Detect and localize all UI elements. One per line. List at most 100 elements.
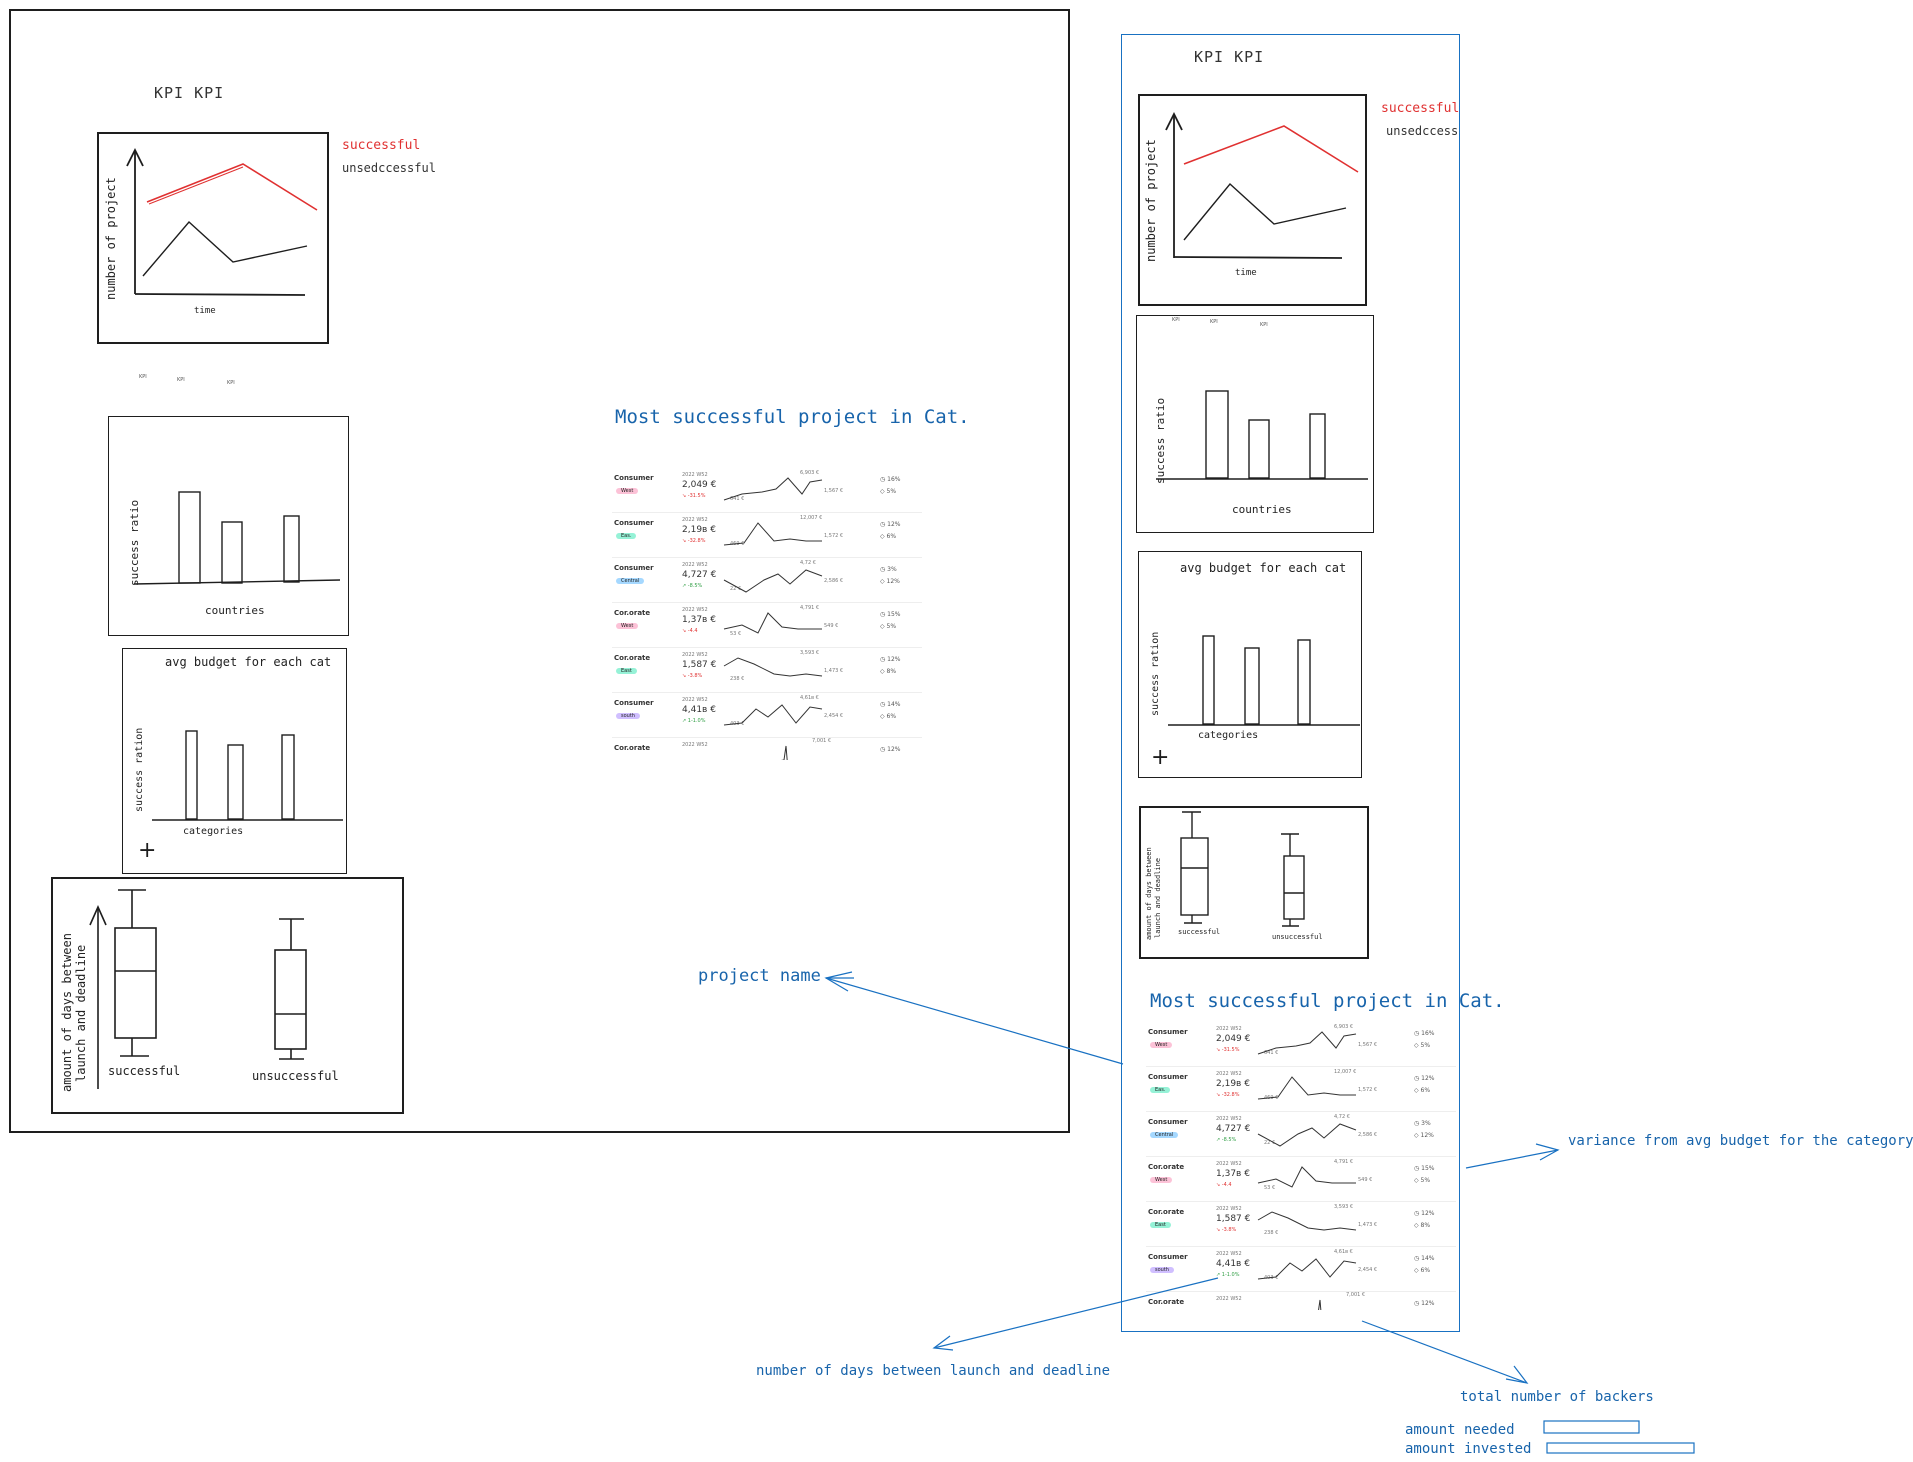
kpi-mini-1-left: KPI xyxy=(139,374,147,380)
percent-2: ◇ 6% xyxy=(1414,1267,1431,1274)
bar-categories-xlabel-right: categories xyxy=(1198,730,1259,741)
table-title-center: Most successful project in Cat. xyxy=(615,406,970,428)
box-label-unsuccessful-left: unsuccessful xyxy=(252,1069,339,1083)
period-label: 2022 W52 xyxy=(682,472,708,478)
box-plot-left xyxy=(89,889,307,1089)
sparkline-low-label: 22 € xyxy=(1264,1140,1276,1146)
annotation-backers: total number of backers xyxy=(1460,1389,1654,1405)
sparkline-low-label: 641 € xyxy=(1264,1050,1279,1056)
y-axis-arrow xyxy=(89,905,107,926)
legend-unsuccessful-right: unsedccessful xyxy=(1386,124,1458,138)
kpi-mini-2-right: KPI xyxy=(1210,319,1218,325)
percent-2: ◇ 8% xyxy=(880,668,897,675)
bar xyxy=(1202,635,1215,725)
sparkline-low-label: 238 € xyxy=(730,676,745,682)
amount-value: 4,727 € xyxy=(1216,1124,1251,1134)
sparkline-low-label: 22 € xyxy=(730,586,742,592)
project-name: Consumer xyxy=(1148,1253,1188,1261)
plus-icon[interactable]: + xyxy=(138,838,157,863)
comparison-value: 1,473 € xyxy=(1358,1222,1378,1228)
comparison-value: 2,586 € xyxy=(1358,1132,1378,1138)
arrow-days xyxy=(933,1277,1219,1349)
region-badge: Central xyxy=(1150,1132,1179,1138)
percent-1: ◷ 3% xyxy=(1414,1120,1431,1127)
y-axis-arrow xyxy=(1165,111,1183,131)
kpi-title-right: KPI KPI xyxy=(1194,48,1265,66)
bar-chart-countries-right xyxy=(1156,390,1368,480)
arrow-backers xyxy=(1361,1320,1528,1384)
amount-value: 1,37в € xyxy=(682,615,716,625)
change-value: ↗ -8.5% xyxy=(1216,1137,1237,1143)
project-name: Cor.orate xyxy=(1148,1163,1185,1171)
bar-categories-xlabel-left: categories xyxy=(183,826,244,837)
project-name: Cor.orate xyxy=(1148,1208,1185,1216)
sparkline-peak-label: 4,791 € xyxy=(1334,1159,1354,1165)
sparkline-peak-label: 3,593 € xyxy=(800,650,820,656)
change-value: ↘ -4.4 xyxy=(682,628,698,634)
amount-value: 1,37в € xyxy=(1216,1169,1250,1179)
sparkline xyxy=(1257,1076,1356,1100)
project-name: Consumer xyxy=(614,699,654,707)
percent-2: ◇ 6% xyxy=(880,713,897,720)
annotation-project-name: project name xyxy=(698,966,821,986)
sparkline-peak-label: 4,72 € xyxy=(1334,1114,1350,1120)
kpi-title-left: KPI KPI xyxy=(154,84,225,102)
comparison-value: 2,454 € xyxy=(824,713,844,719)
period-label: 2022 W52 xyxy=(682,742,708,748)
percent-2: ◇ 12% xyxy=(1414,1132,1434,1139)
series-unsuccessful-line xyxy=(1183,182,1347,241)
percent-2: ◇ 12% xyxy=(880,578,900,585)
bar xyxy=(1309,413,1326,479)
period-label: 2022 W52 xyxy=(1216,1161,1242,1167)
percent-1: ◷ 16% xyxy=(1414,1030,1435,1037)
line-chart-left xyxy=(126,147,318,296)
sparkline xyxy=(1257,1031,1357,1055)
annotation-amount-invested: amount invested xyxy=(1405,1441,1532,1457)
percent-2: ◇ 6% xyxy=(1414,1087,1431,1094)
sparkline-peak-label: 4,61в € xyxy=(1334,1249,1353,1255)
table-title-right: Most successful project in Cat. xyxy=(1150,990,1505,1012)
sparkline-peak-label: 4,61в € xyxy=(800,695,819,701)
left-canvas-frame xyxy=(9,9,1070,1133)
amount-value: 2,049 € xyxy=(682,480,717,490)
amount-value: 1,587 € xyxy=(682,660,717,670)
project-name: Consumer xyxy=(614,564,654,572)
bar-chart-categories-right xyxy=(1168,635,1360,726)
sparkline xyxy=(1318,1299,1322,1310)
y-axis-arrow xyxy=(126,147,144,167)
annotation-amount-needed: amount needed xyxy=(1405,1422,1515,1438)
sparkline-low-label: 641 € xyxy=(730,496,745,502)
percent-1: ◷ 3% xyxy=(880,566,897,573)
sparkline-low-label: 53 € xyxy=(1264,1185,1276,1191)
comparison-value: 2,454 € xyxy=(1358,1267,1378,1273)
legend-box-amount-invested xyxy=(1546,1442,1695,1454)
change-value: ↘ -3.8% xyxy=(682,673,703,679)
percent-1: ◷ 12% xyxy=(1414,1300,1435,1307)
comparison-value: 1,473 € xyxy=(824,668,844,674)
legend-unsuccessful-left: unsedccessful xyxy=(342,161,436,175)
period-label: 2022 W52 xyxy=(682,562,708,568)
line-chart-xlabel-right: time xyxy=(1235,268,1257,278)
plus-icon-right[interactable]: + xyxy=(1151,745,1170,770)
region-badge: East xyxy=(1150,1222,1171,1228)
period-label: 2022 W52 xyxy=(1216,1296,1242,1302)
line-chart-frame-right xyxy=(1138,94,1367,306)
amount-value: 1,587 € xyxy=(1216,1214,1251,1224)
bar-countries-xlabel-right: countries xyxy=(1232,503,1292,516)
comparison-value: 1,572 € xyxy=(824,533,844,539)
box-plot-frame-left xyxy=(51,877,404,1114)
sparkline-peak-label: 6,903 € xyxy=(800,470,820,476)
comparison-value: 549 € xyxy=(824,623,839,629)
bar-countries-xlabel-left: countries xyxy=(205,604,265,617)
percent-2: ◇ 8% xyxy=(1414,1222,1431,1229)
bar xyxy=(1297,639,1311,725)
